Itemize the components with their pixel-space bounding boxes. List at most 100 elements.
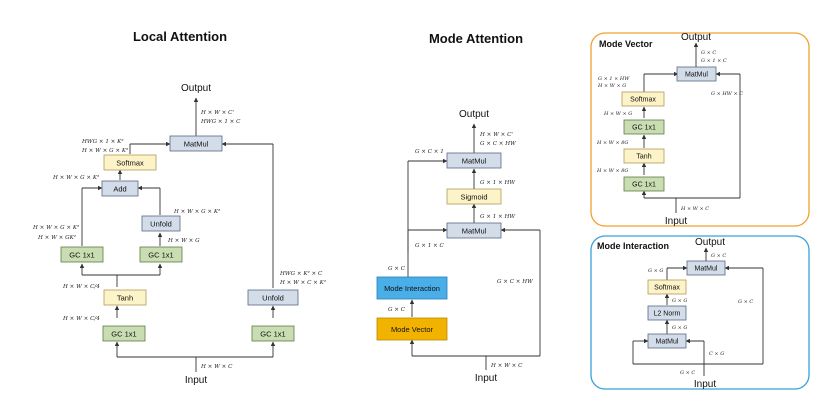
local-ann-gcl1: H × W × G × K²: [32, 224, 80, 231]
mi-ann-gxg2: G × G: [672, 298, 687, 304]
mode-output-label: Output: [459, 109, 489, 120]
mode-ann-gchw: G × C × HW: [497, 279, 534, 285]
local-input-label: Input: [185, 375, 207, 386]
local-gc-right-bottom-label: GC 1x1: [260, 330, 285, 339]
local-gc-right-bottom-box: [251, 325, 295, 342]
mi-ann-gxc-top: G × C: [711, 253, 726, 259]
mi-ann-gxg: G × G: [648, 268, 663, 274]
local-ann-out1: H × W × C': [200, 110, 234, 116]
local-unfold-mid-label: Unfold: [150, 220, 172, 229]
mode-ann-gc-a: G × C: [388, 266, 406, 272]
local-gc-bottom-label: GC 1x1: [111, 330, 136, 339]
mv-softmax-box: [621, 91, 665, 107]
mi-matmul-top-box: [686, 260, 726, 276]
mv-ann-gc-in: H × W × 8G: [596, 140, 628, 146]
mode-ann-gc-b: G × C: [388, 307, 406, 313]
mi-ann-gxc-in: G × C: [680, 370, 695, 376]
mi-l2norm-label: L2 Norm: [654, 311, 681, 318]
mv-matmul-box: [676, 66, 717, 82]
mode-matmul-mid-box: [446, 222, 502, 239]
local-ann-sm2: H × W × G × K²: [81, 147, 129, 154]
mode-ann-g1c: G × 1 × C: [415, 243, 445, 249]
mi-l2norm-box: [647, 305, 687, 321]
mv-ann-out2: G × 1 × C: [701, 58, 727, 64]
mode-ann-in: H × W × C: [490, 363, 523, 369]
mv-ann-tanh-in: H × W × 8G: [596, 168, 628, 174]
local-gc-left-box: [60, 246, 104, 263]
mv-gc1-box: [623, 119, 665, 135]
mode-ann-gc1: G × C × 1: [415, 149, 444, 155]
mode-attention-panel: Mode Attention Output Input MatMul Sigmo…: [376, 31, 541, 384]
mode-matmul-mid-label: MatMul: [462, 227, 487, 236]
mode-matmul-top-box: [446, 152, 502, 169]
local-ann-tanh-in: H × W × C/4: [62, 316, 100, 322]
local-tanh-box: [103, 289, 147, 306]
local-gc-left-label: GC 1x1: [69, 251, 94, 260]
mode-interaction-title: Mode Interaction: [597, 241, 669, 251]
local-ann-tanh-out: H × W × C/4: [62, 284, 100, 290]
mode-ann-out2: G × C × HW: [480, 141, 517, 147]
local-softmax-box: [103, 154, 157, 171]
local-unfold-mid-box: [141, 215, 181, 232]
mi-ann-gxc-right: G × C: [738, 299, 753, 305]
local-ann-sm1: HWG × 1 × K²: [81, 138, 124, 145]
mode-vector-box: [376, 317, 448, 341]
local-unfold-right-label: Unfold: [262, 294, 284, 303]
mv-gc1-label: GC 1x1: [632, 125, 656, 132]
mv-input-label: Input: [665, 216, 687, 227]
local-add-box: [101, 180, 139, 197]
local-gc-right-box: [139, 246, 183, 263]
mode-ann-out1: H × W × C': [479, 132, 513, 138]
mi-ann-gxg3: G × G: [672, 325, 687, 331]
local-output-label: Output: [181, 83, 211, 94]
mode-vector-panel: Mode Vector Output Input MatMul Softmax …: [590, 32, 810, 227]
local-ann-right1: HWG × K² × C: [279, 270, 323, 277]
mv-tanh-label: Tanh: [636, 154, 651, 161]
mi-softmax-box: [647, 279, 687, 295]
mv-ann-gchw: G × HW × C: [711, 91, 743, 97]
mi-input-label: Input: [694, 379, 716, 390]
mv-tanh-box: [623, 148, 665, 164]
mv-ann-in: H × W × C: [680, 206, 709, 212]
mv-ann-a2: H × W × G: [597, 83, 626, 89]
local-add-label: Add: [113, 185, 126, 194]
mi-matmul-top-label: MatMul: [695, 266, 718, 273]
mode-interaction-label: Mode Interaction: [384, 284, 440, 293]
mode-interaction-frame: [590, 235, 810, 390]
local-ann-out2: HWG × 1 × C: [200, 119, 241, 125]
mode-attention-title: Mode Attention: [429, 31, 523, 46]
local-ann-gcl2: H × W × GK²: [37, 234, 77, 241]
mode-sigmoid-label: Sigmoid: [460, 193, 487, 202]
mode-interaction-box: [376, 276, 448, 300]
mode-ann-sig-out: G × 1 × HW: [480, 180, 516, 186]
mv-output-label: Output: [681, 32, 711, 43]
local-attention-panel: Local Attention Output Input MatMul Soft…: [32, 29, 327, 386]
mode-matmul-top-label: MatMul: [462, 157, 487, 166]
mi-matmul-bottom-box: [647, 333, 687, 349]
local-ann-unf2: H × W × G: [167, 238, 200, 244]
local-ann-in: H × W × C: [200, 364, 233, 370]
local-matmul-box: [169, 135, 223, 152]
local-matmul-label: MatMul: [184, 140, 209, 149]
mode-interaction-panel: Mode Interaction Output Input MatMul Sof…: [590, 235, 810, 390]
mv-ann-out1: G × C: [701, 50, 716, 56]
local-ann-right2: H × W × C × K²: [279, 279, 327, 286]
local-gc-bottom-box: [102, 325, 146, 342]
mode-vector-title: Mode Vector: [599, 39, 653, 49]
mode-vector-frame: [590, 32, 810, 227]
mi-softmax-label: Softmax: [654, 285, 680, 292]
mi-output-label: Output: [695, 237, 725, 248]
local-softmax-label: Softmax: [116, 159, 144, 168]
mode-vector-label: Mode Vector: [391, 325, 434, 334]
local-unfold-right-box: [247, 289, 299, 306]
mode-sigmoid-box: [446, 188, 502, 205]
mode-ann-sig-in: G × 1 × HW: [480, 214, 516, 220]
local-attention-title: Local Attention: [133, 29, 227, 44]
mv-gc2-label: GC 1x1: [632, 182, 656, 189]
local-ann-add-in: H × W × G × K²: [52, 174, 100, 181]
mi-matmul-bottom-label: MatMul: [656, 339, 679, 346]
mv-ann-a1: G × 1 × HW: [598, 76, 630, 82]
local-tanh-label: Tanh: [117, 294, 133, 303]
mode-input-label: Input: [475, 373, 497, 384]
